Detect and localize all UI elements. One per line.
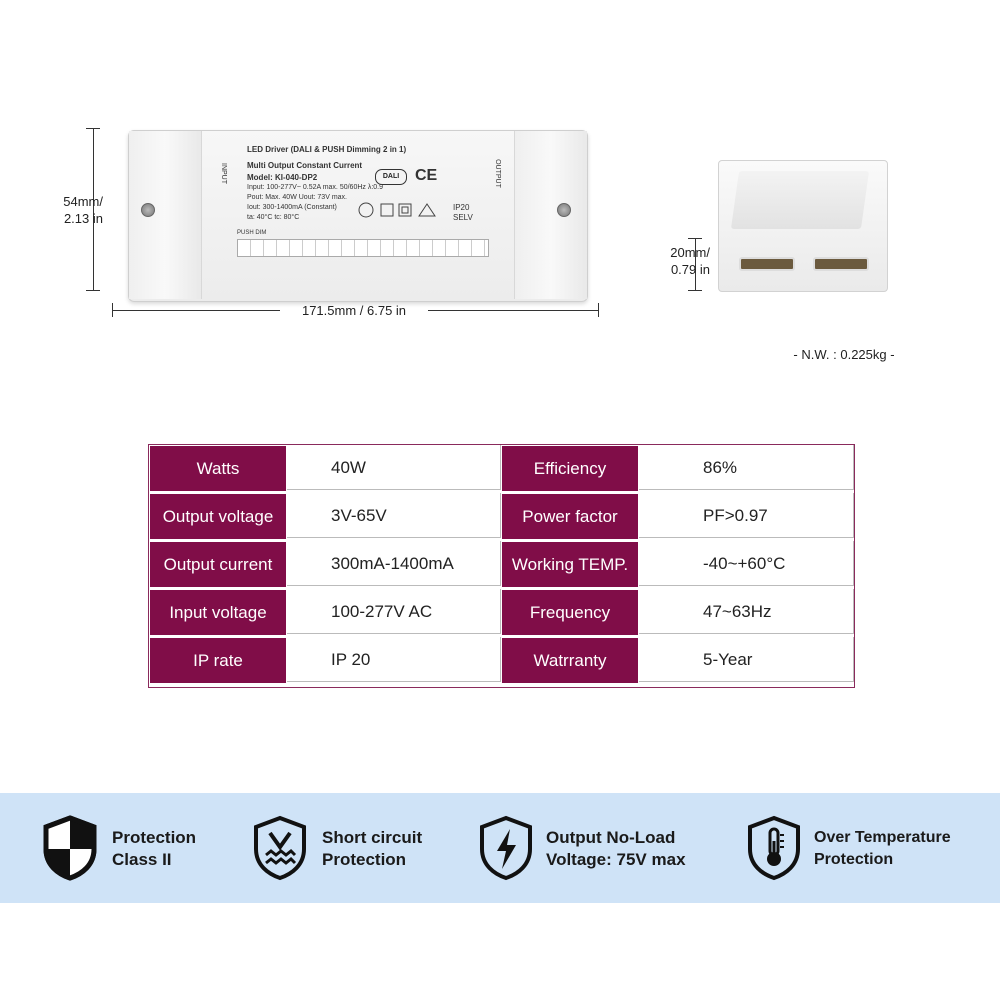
driver-label: LED Driver (DALI & PUSH Dimming 2 in 1) … — [207, 139, 507, 289]
driver-right-cap — [514, 131, 587, 299]
label-push-dim: PUSH DIM — [237, 230, 267, 236]
feature-over-temperature: Over Temperature Protection — [746, 815, 976, 881]
label-line2: Multi Output Constant Current — [247, 161, 363, 170]
side-dimension: 20mm/ 0.79 in — [654, 244, 710, 278]
spec-value: 47~63Hz — [639, 589, 854, 634]
spec-value: 86% — [639, 445, 854, 490]
label-model: Model: KI-040-DP2 — [247, 173, 318, 182]
net-weight: - N.W. : 0.225kg - — [793, 347, 895, 362]
certification-icons — [358, 202, 436, 218]
side-dim-line — [695, 238, 696, 290]
height-dimension: 54mm/ 2.13 in — [55, 193, 103, 227]
thermometer-shield-icon — [748, 815, 800, 881]
spec-value: PF>0.97 — [639, 493, 854, 538]
dim-cap-bottom — [86, 290, 100, 291]
feature-no-load-voltage: Output No-Load Voltage: 75V max — [478, 815, 718, 881]
spec-label: Output current — [149, 541, 287, 588]
spec-label: Frequency — [501, 589, 639, 636]
side-dim-cap-bottom — [688, 290, 702, 291]
label-line1: LED Driver (DALI & PUSH Dimming 2 in 1) — [247, 145, 407, 154]
feature-line2: Class II — [112, 850, 172, 869]
side-dim-in: 0.79 in — [670, 262, 710, 277]
feature-short-circuit: Short circuit Protection — [252, 815, 452, 881]
height-dim-line — [93, 128, 94, 290]
spec-label: Power factor — [501, 493, 639, 540]
spec-value: 40W — [287, 445, 501, 490]
spec-label: Working TEMP. — [501, 541, 639, 588]
spec-value: 300mA-1400mA — [287, 541, 501, 586]
length-dimension: 171.5mm / 6.75 in — [301, 303, 407, 318]
label-output-side: OUTPUT — [493, 159, 501, 188]
spec-label: IP rate — [149, 637, 287, 684]
side-dim-mm: 20mm/ — [670, 245, 710, 260]
spec-value: 100-277V AC — [287, 589, 501, 634]
spec-value: IP 20 — [287, 637, 501, 682]
feature-line1: Output No-Load — [546, 828, 676, 847]
short-circuit-shield-icon — [254, 815, 306, 881]
feature-line1: Short circuit — [322, 828, 423, 847]
feature-line2: Protection — [814, 851, 894, 868]
label-iout: Iout: 300-1400mA (Constant) — [247, 204, 337, 211]
screw-left — [141, 203, 155, 217]
spec-label: Efficiency — [501, 445, 639, 492]
feature-line2: Voltage: 75V max — [546, 850, 686, 869]
side-slot-left — [739, 257, 795, 271]
spec-value: 5-Year — [639, 637, 854, 682]
height-dim-in: 2.13 in — [63, 211, 103, 226]
label-input: Input: 100-277V~ 0.52A max. 50/60Hz λ:0.… — [247, 184, 384, 191]
length-cap-right — [598, 303, 599, 317]
feature-text: Over Temperature Protection — [814, 827, 951, 871]
feature-protection-class: Protection Class II — [42, 815, 222, 881]
spec-label: Watts — [149, 445, 287, 492]
spec-label: Output voltage — [149, 493, 287, 540]
length-dim-line-right — [428, 310, 598, 311]
ce-mark: CE — [415, 167, 438, 184]
lightning-shield-icon — [480, 815, 532, 881]
dali-logo: DALI — [375, 169, 407, 185]
spec-value: 3V-65V — [287, 493, 501, 538]
length-dim-line-left — [112, 310, 280, 311]
driver-left-cap — [129, 131, 202, 299]
terminal-strip — [237, 239, 489, 257]
label-input-side: INPUT — [220, 163, 227, 184]
side-slot-right — [813, 257, 869, 271]
side-top-face — [730, 171, 870, 229]
feature-line2: Protection — [322, 850, 407, 869]
feature-text: Output No-Load Voltage: 75V max — [546, 827, 686, 871]
shield-class-ii-icon — [43, 815, 97, 881]
label-ip: IP20 — [453, 203, 470, 212]
feature-line1: Protection — [112, 828, 197, 847]
driver-top-view: LED Driver (DALI & PUSH Dimming 2 in 1) … — [128, 130, 588, 302]
spec-label: Input voltage — [149, 589, 287, 636]
height-dim-mm: 54mm/ — [63, 194, 103, 209]
driver-side-view — [718, 160, 888, 292]
feature-line1: Over Temperature — [814, 829, 951, 846]
spec-value: -40~+60°C — [639, 541, 854, 586]
feature-text: Protection Class II — [112, 827, 196, 871]
feature-text: Short circuit Protection — [322, 827, 422, 871]
screw-right — [557, 203, 571, 217]
spec-label: Watrranty — [501, 637, 639, 684]
features-band: Protection Class II Short circuit Protec… — [0, 793, 1000, 903]
label-selv: SELV — [453, 213, 473, 222]
label-ta: ta: 40°C tc: 80°C — [247, 214, 300, 221]
label-pout: Pout: Max. 40W Uout: 73V max. — [247, 194, 347, 201]
